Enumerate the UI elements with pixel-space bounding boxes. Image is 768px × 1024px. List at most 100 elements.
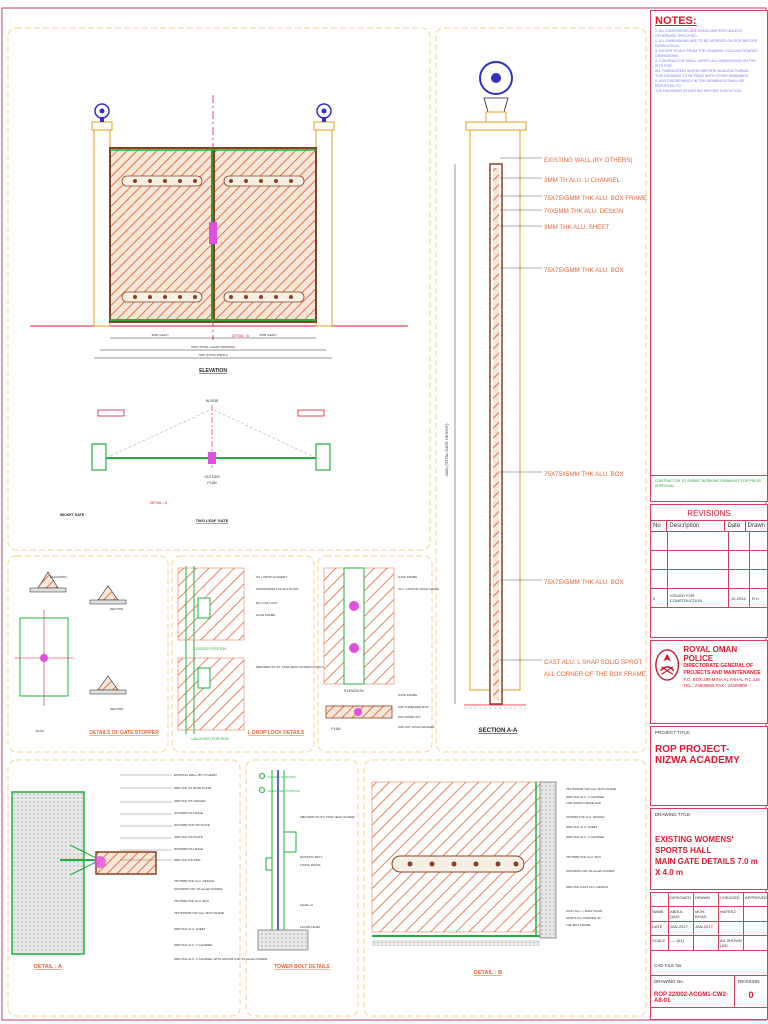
detail-a-label: EXISTING WALL (BY OTHERS) [174,773,217,777]
org-name: ROYAL OMAN POLICE [683,645,738,663]
org-address: P.O. BOX 299 MINA AL FAHAL P.C.116 [683,677,760,682]
dim-leaf-right: 3500 (LEAF) [259,333,276,337]
detail-a-label: 40X40MM SS HINGE [174,811,203,815]
detail-a-label: 75X75X5MM THK ALU. BOX FRAME [174,911,224,915]
note-item: 3. DO NOT SCALE FROM THE DRAWING. FOLLOW… [655,49,758,58]
stopper-title: DETAILS OF GATE STOPPER [89,730,159,736]
org-phone: TEL : 24609865 FAX : 24609800 [683,683,748,688]
note-item: THIS DRAWING TO BE READ WITH OTHER DRAWI… [655,74,750,78]
ldrop-label: 150X50X5MM THK ALU PLATE [256,587,298,591]
signoff-cell: MOH. BIYAS [694,907,719,922]
ldrop-label: 8mm DIA LOCK [256,601,277,605]
revision-row [651,532,767,551]
rop-emblem-icon [655,649,680,681]
project-panel: PROJECT TITLE: ROP PROJECT- NIZWA ACADEM… [650,726,768,806]
detail-b-label: CAST ALU. L SHAP SOLID [566,909,603,913]
signoff-cell: ABDUL QAIS [669,907,694,922]
tower-bolt-detail: LOCKED POSITION UNLOCKED POSITION M8X20M… [257,770,355,970]
section-label: 3MM TH ALU. U CHANNEL [544,177,621,184]
ldrop-label: M8X20MM SS S/T STAR HEAD SCREW FIXING FO… [256,665,356,669]
signoff-header: APPROVED [744,893,768,907]
org-line2: PROJECTS AND MAINTENANCE [683,670,761,676]
ldrop-unlocked: UNLOCKED POSITION [191,737,229,741]
rev-date: 12-2016 [729,589,750,607]
signoff-cell [744,922,768,936]
detail-b-label: 3MM THK ALU. U CHANNEL [566,835,605,839]
signoff-cell: ---- (A1) [669,936,694,951]
signoff-cell [719,922,744,936]
detail-a-callout: DETAIL : A [232,334,250,338]
dim-total: 7250 (TOTAL WIDTH) [198,353,227,357]
rev-col-no: No [651,521,668,531]
gate-height-label: 4000 (TOTAL GATE HEIGHT) [444,423,449,477]
tower-bolt-label: EXISTING BOLT [300,855,323,859]
signoff-panel: DESIGNED DRAWN CHECKED APPROVED NAME ABD… [650,892,768,1020]
detail-a-label: 3MM THK SS BASE PLATE [174,786,211,790]
note-item: 1. ALL DIMENSIONS ARE IN MILLIMETRES UNL… [655,29,742,38]
note-item: 4. CONTRACTOR SHALL VERIFY ALL DIMENSION… [655,59,756,68]
detail-a-title: DETAIL : A [34,964,62,970]
gate-stopper-detail: ELEVATION SECTION PLAN SECTION DETAILS O… [14,571,159,736]
hinge-detail: GATE FRAME ALU. CASTING SOLID HINGE GATE… [323,567,439,731]
right-pillar [315,129,333,327]
drawing-title-panel: DRAWING TITLE: EXISTING WOMENS' SPORTS H… [650,808,768,890]
detail-a-label: 50X50MM SS HINGE [174,847,203,851]
signoff-cell: JAN-2017 [669,922,694,936]
submit-note: CONTRACTOR TO SUBMIT WORKING DRAWINGS FO… [655,479,761,488]
section-label: 3MM THK ALU. SHEET [544,224,609,231]
tower-bolt-label: FIXING DETAIL [300,863,321,867]
revision-number: 0 [748,990,754,1000]
revision-row: 0 ISSUED FOR CONSTRUCTION 12-2016 R.H [651,589,767,608]
detail-b-label: 70X5MM THK ALU. DESIGN [566,815,604,819]
stopper-label: ELEVATION [50,575,66,579]
signoff-cell [694,936,719,951]
revision-row [651,551,767,570]
notes-title: NOTES: [655,15,697,27]
section-label: 70X5MM THK ALU. DESIGN [544,208,623,215]
rev-col-drawn: Drawn [747,523,765,529]
drawing-label: DRAWING TITLE: [655,812,692,817]
org-line1: DIRECTORATE GENERAL OF [683,663,754,669]
detail-b-label: 3MM THK CAST ALU. DESIGN [566,885,608,889]
view-frames [7,27,647,1017]
rev-col-desc: Description [667,521,726,531]
dim-opening: 7000 (TOTAL CLEAR OPENING) [191,345,235,349]
gate-plan: IN SIDE OUTSIDE PLAN WICKET GATE TWO LEA… [60,399,331,523]
signoff-header: DRAWN [694,893,719,907]
tower-bolt-label: FLOOR LEVEL [300,925,321,929]
hinge-sub-elev: ELEVATION [344,689,364,693]
detail-b: 75X75X5MM THK ALU. BOX FRAME 3MM THK ALU… [371,781,616,976]
rev-drawn: R.H [752,595,759,601]
section-label: 75X75X5MM THK ALU. BOX FRAME [544,195,647,202]
signoff-cell: DATE [651,922,669,936]
rev-col-date: Date [725,521,746,531]
section-title: SECTION A-A [479,728,518,734]
drawing-no-label: DRAWING No. [654,979,684,984]
note-item: THE ENGINEER IN WRITING BEFORE EXECUTION… [655,89,742,93]
signoff-cell [744,936,768,951]
hinge-label: GATE FRAME [398,693,417,697]
detail-a-label: 3MM THK MS PIPE [174,858,200,862]
revisions-header: No Description Date Drawn [651,521,767,532]
gate-elevation: 3500 (LEAF) 3500 (LEAF) 7000 (TOTAL CLEA… [30,95,408,374]
signoff-cell: HAFEEZ [719,907,744,922]
detail-a-label: 75X75MM THK ALU. BOX [174,899,209,903]
detail-b-label: THE BOX FRAME [566,923,591,927]
ldrop-locked: LOCKED POSITION [194,647,227,651]
detail-a-label: 3MM THK MS PLATE [174,835,203,839]
ldrop-label: GATE FRAME [256,613,275,617]
left-pillar [93,129,111,327]
detail-b-label: 75X75MM THK ALU. BOX [566,855,601,859]
detail-b-label: FOR HIDING HINGE GAP [566,801,601,805]
plan-sub: PLAN [207,481,217,485]
section-label: CAST ALU. L SHAP SOLID SPROT [544,659,642,666]
detail-a-label: 75X75MM THK ALU. DESIGN [174,879,214,883]
signoff-cell: JAN-2017 [694,922,719,936]
revision-label: REVISION [738,979,760,984]
detail-a: EXISTING WALL (BY OTHERS) 3MM THK SS BAS… [11,773,268,970]
section-aa: 4000 (TOTAL GATE HEIGHT) EXISTING WALL (… [444,61,647,734]
tower-bolt-label: M8X20MM SS S/T STAR HEAD SCREW [300,815,355,819]
elevation-title: ELEVATION [199,368,227,374]
hinge-label: M10 THREADED ROD [398,705,429,709]
plan-inside: IN SIDE [206,399,219,403]
